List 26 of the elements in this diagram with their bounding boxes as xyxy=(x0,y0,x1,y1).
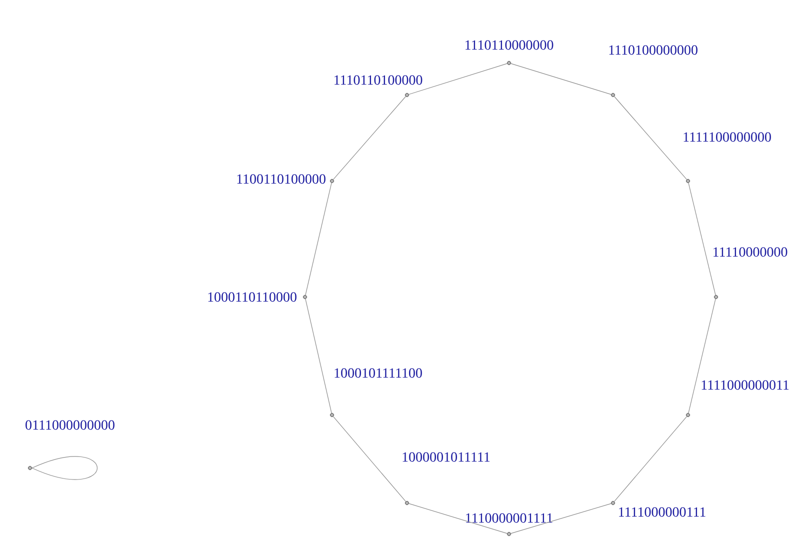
vertex-label: 1100110100000 xyxy=(237,174,326,184)
self-loop xyxy=(32,456,98,480)
vertex-label: 1111000000111 xyxy=(619,507,706,517)
vertex-label: 11110000000 xyxy=(714,247,788,257)
graph-edge xyxy=(510,503,612,534)
vertex-label: 1110110100000 xyxy=(334,75,422,85)
graph-edge xyxy=(688,182,716,296)
graph-edge xyxy=(305,182,332,296)
graph-edge xyxy=(688,298,716,414)
graph-edge xyxy=(333,96,406,180)
vertex-label: 1110000001111 xyxy=(466,513,552,523)
vertex-label: 1000101111100 xyxy=(334,368,422,378)
vertex-label: 1000110110000 xyxy=(208,292,296,302)
vertex-label: 1110110000000 xyxy=(466,40,554,50)
graph-edge xyxy=(408,503,508,534)
vertex-label: 1000001011111 xyxy=(402,452,490,462)
graph-edge xyxy=(510,63,612,95)
graph-edge xyxy=(614,96,687,180)
vertex-label: 1111000000011 xyxy=(702,380,789,390)
graph-edge xyxy=(614,416,687,502)
graph-edge xyxy=(305,298,332,414)
graph-edge xyxy=(408,63,508,95)
vertex-label: 1110100000000 xyxy=(609,45,698,55)
vertex-label: 0111000000000 xyxy=(26,420,114,430)
vertex-label: 1111100000000 xyxy=(684,132,771,142)
graph-edge xyxy=(333,416,406,502)
